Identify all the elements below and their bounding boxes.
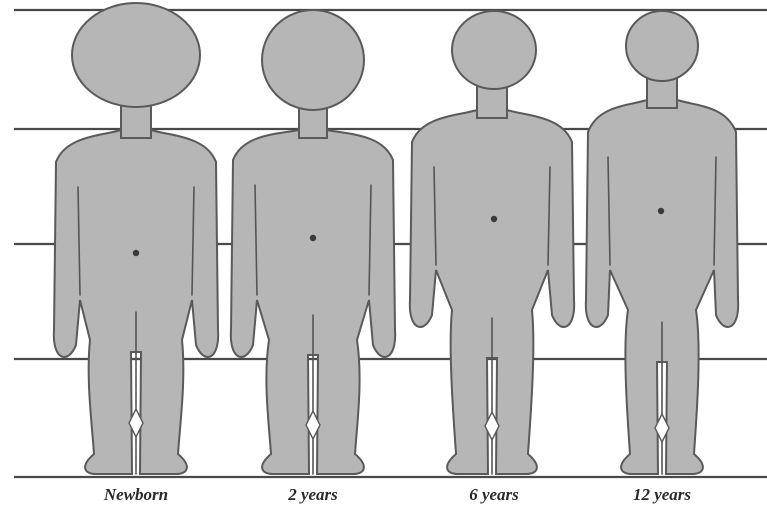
navel-marker	[658, 208, 664, 214]
navel-marker	[491, 216, 497, 222]
figure-label-newborn: Newborn	[103, 485, 168, 504]
figure-label-6-years: 6 years	[469, 485, 519, 504]
figure-6-years	[410, 11, 574, 474]
figure-2-years	[231, 10, 395, 474]
figure-newborn	[54, 3, 218, 474]
figure-labels: Newborn 2 years 6 years 12 years	[103, 485, 692, 504]
navel-marker	[310, 235, 316, 241]
figure-12-years	[586, 11, 738, 474]
figure-label-2-years: 2 years	[287, 485, 338, 504]
head-shape	[452, 11, 536, 89]
head-shape	[626, 11, 698, 81]
figure-group	[54, 3, 738, 474]
navel-marker	[133, 250, 139, 256]
head-shape	[262, 10, 364, 110]
head-shape	[72, 3, 200, 107]
figure-label-12-years: 12 years	[633, 485, 691, 504]
